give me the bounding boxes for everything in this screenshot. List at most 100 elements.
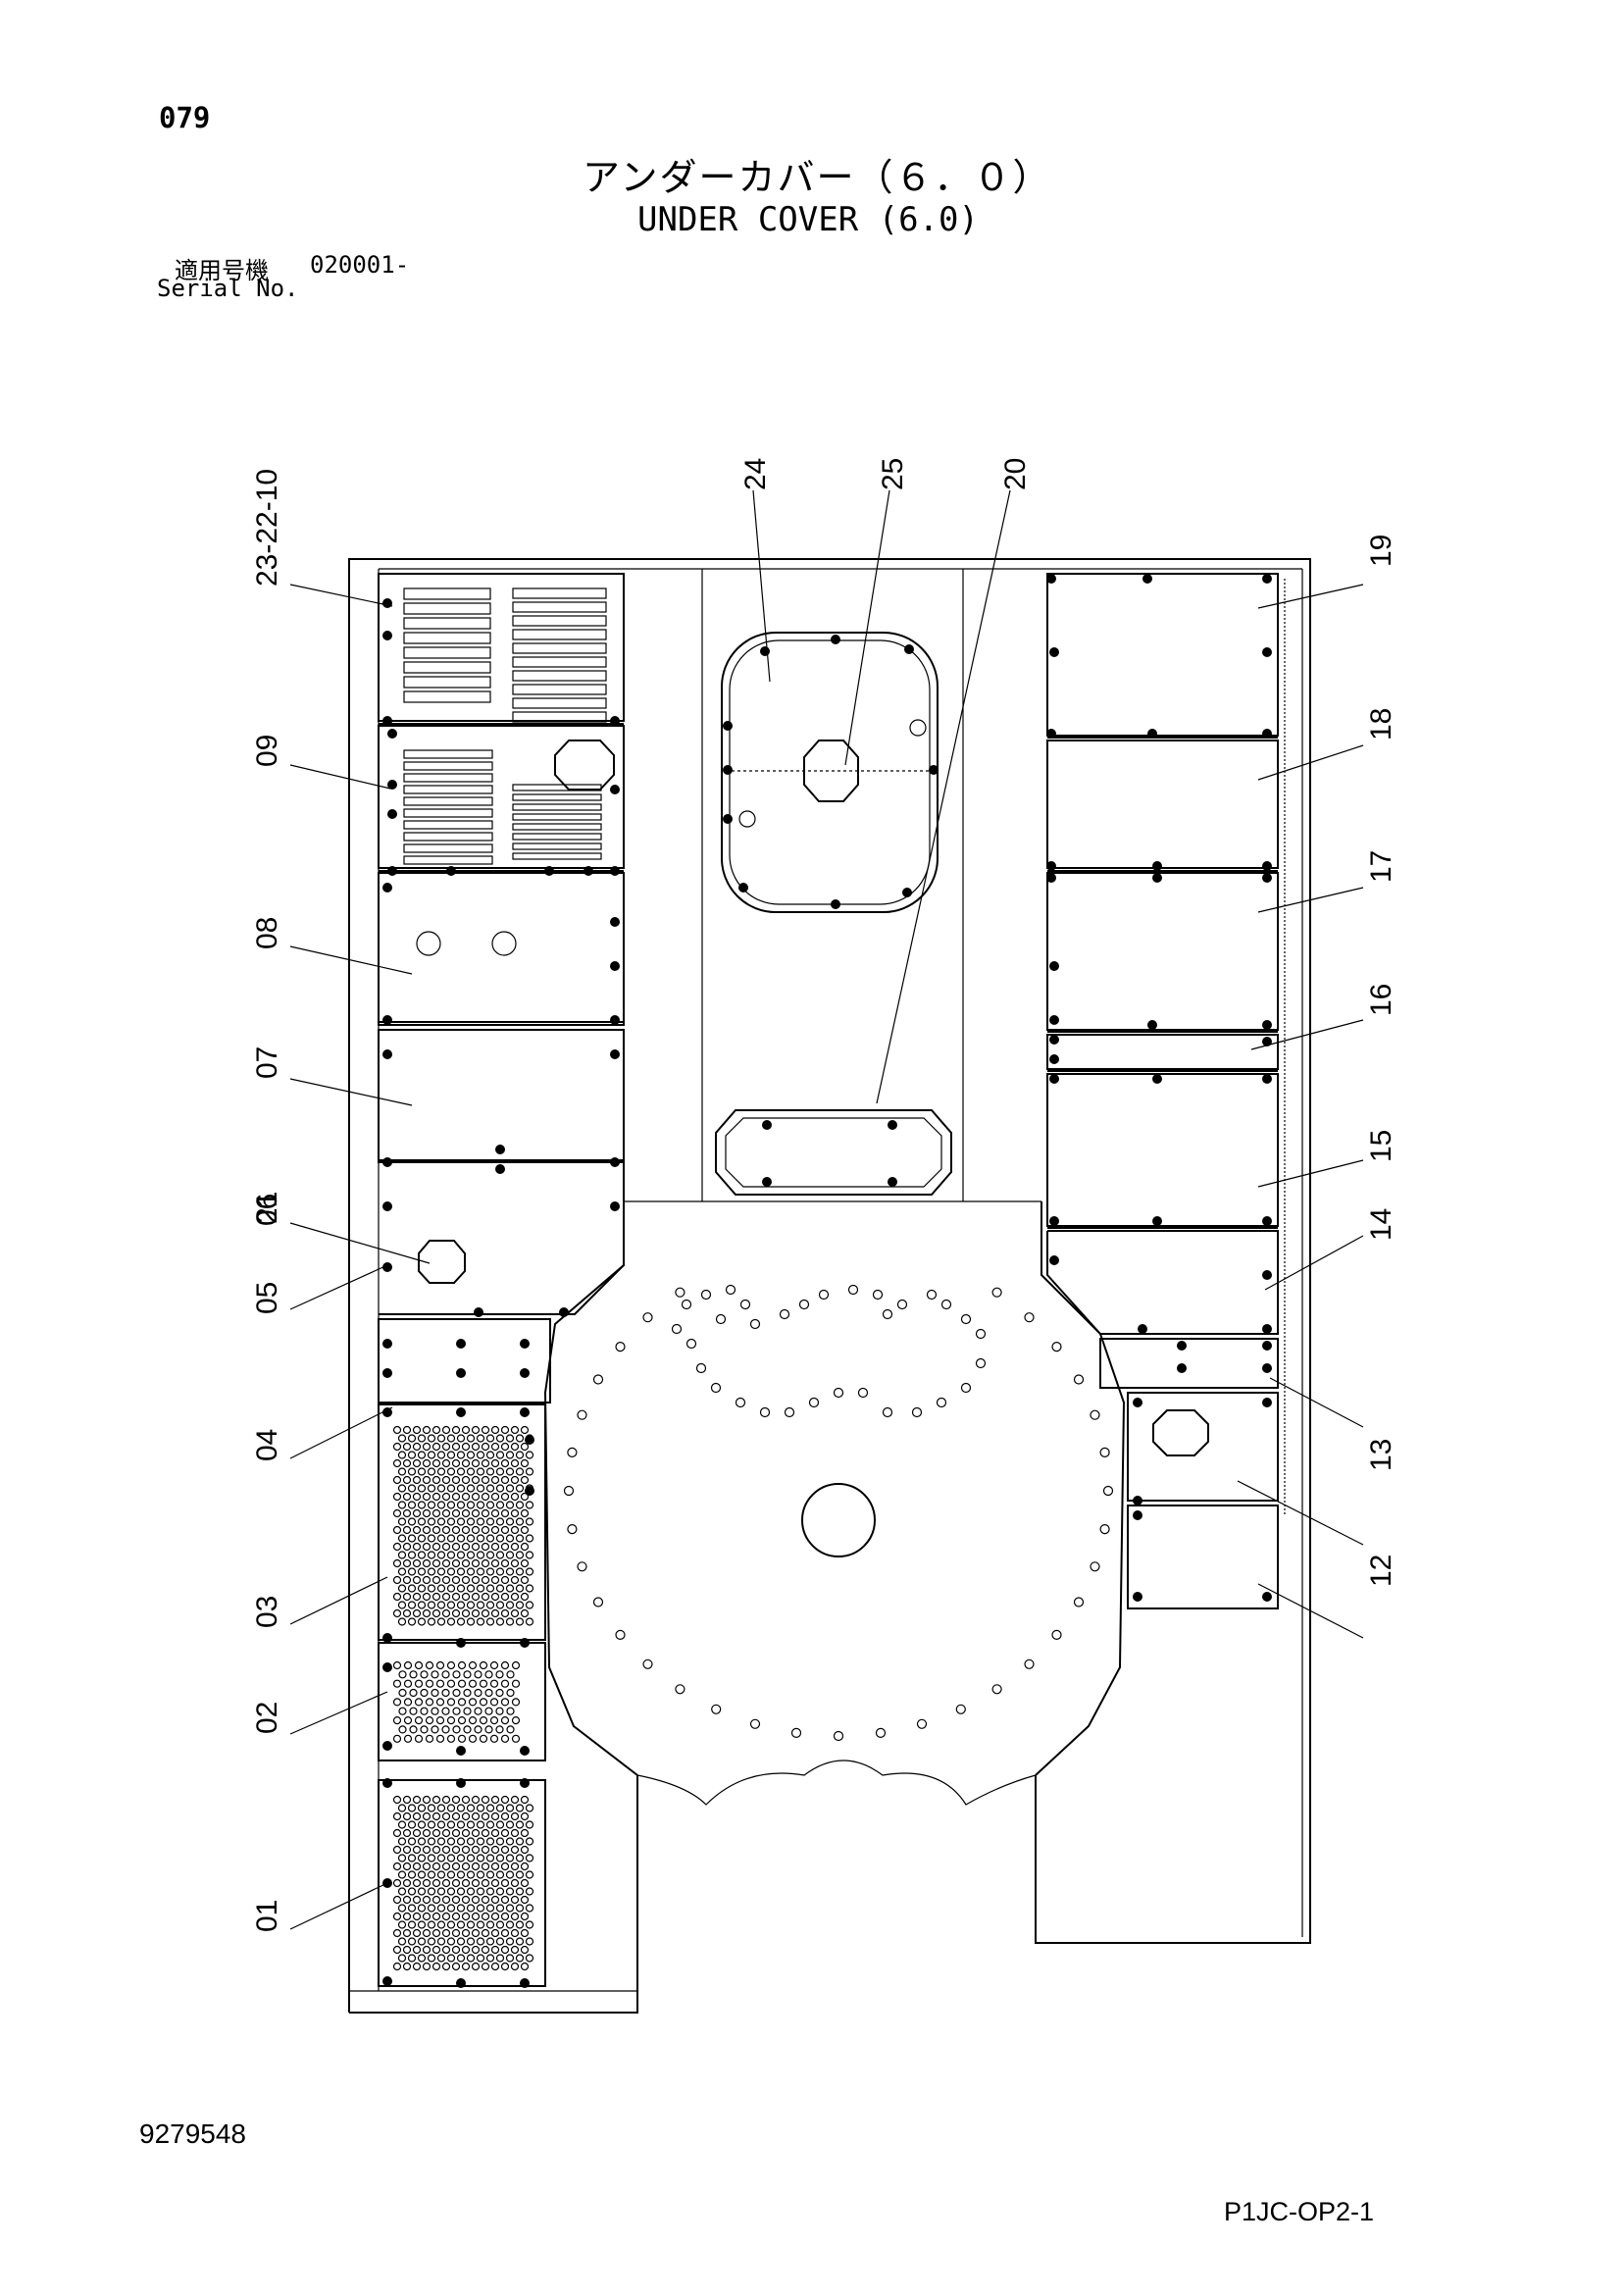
bolt (760, 646, 770, 656)
perforation (510, 1542, 520, 1552)
perforation (392, 1679, 402, 1688)
perforation (490, 1508, 500, 1518)
perforation (422, 1811, 431, 1821)
perforation (451, 1525, 461, 1535)
perforation (525, 1837, 534, 1846)
bolt-hole (1073, 1597, 1085, 1607)
bolt (1262, 873, 1272, 883)
perforation (392, 1508, 402, 1518)
perforation (431, 1542, 441, 1552)
perforation (520, 1945, 530, 1955)
perforation (446, 1698, 456, 1707)
bolt-hole (1099, 1523, 1110, 1535)
perforation (481, 1828, 490, 1838)
perforation (461, 1592, 471, 1602)
perforation (422, 1962, 431, 1971)
perforation (479, 1679, 488, 1688)
perforation (471, 1592, 481, 1602)
perforation (461, 1828, 471, 1838)
bolt-hole (1051, 1629, 1062, 1641)
perforation (481, 1608, 490, 1618)
bolt (456, 1746, 466, 1756)
bolt-hole (759, 1406, 771, 1418)
perforation (490, 1575, 500, 1585)
page-title-english: UNDER COVER (6.0) (637, 200, 979, 239)
perforation (463, 1707, 472, 1715)
perforation (441, 1912, 451, 1921)
perforation (427, 1484, 436, 1493)
perforation (435, 1698, 445, 1707)
bolt-hole (749, 1318, 761, 1330)
perforation (461, 1608, 471, 1618)
perforation (397, 1584, 407, 1593)
perforation (446, 1954, 456, 1963)
perforation (446, 1837, 456, 1846)
perforation (490, 1558, 500, 1568)
perforation (495, 1670, 504, 1679)
perforation (515, 1584, 525, 1593)
perforation (490, 1608, 500, 1618)
perforation (446, 1434, 456, 1443)
louver-slat (512, 601, 607, 613)
perforation (461, 1458, 471, 1468)
perforation (485, 1534, 495, 1543)
perforation (427, 1804, 436, 1812)
bolt (610, 1157, 620, 1167)
perforation (471, 1525, 481, 1535)
perforation (402, 1945, 412, 1955)
perforation (456, 1517, 466, 1526)
perforation (441, 1492, 451, 1502)
bolt-hole (847, 1284, 859, 1296)
perforation (484, 1725, 493, 1734)
bolt-hole (615, 1629, 626, 1641)
perforation (490, 1542, 500, 1552)
perforation (456, 1601, 466, 1609)
perforation (515, 1804, 525, 1812)
perforation (441, 1725, 450, 1734)
perforation (402, 1862, 412, 1871)
perforation (461, 1912, 471, 1921)
perforation (466, 1954, 476, 1963)
perforation (431, 1912, 441, 1921)
perforation (490, 1592, 500, 1602)
perforation (471, 1928, 481, 1938)
left-cover-plates (378, 573, 625, 1987)
bolt-hole (975, 1328, 987, 1340)
bolt (1049, 1216, 1059, 1226)
perforation (427, 1501, 436, 1509)
perforation (495, 1920, 505, 1929)
perforation (436, 1451, 446, 1459)
perforation (515, 1434, 525, 1443)
perforation (471, 1878, 481, 1888)
perforation (505, 1904, 515, 1913)
perforation (510, 1795, 520, 1805)
perforation (490, 1928, 500, 1938)
perforation (397, 1517, 407, 1526)
bolt-hole (991, 1684, 1002, 1695)
perforation (412, 1928, 422, 1938)
bolt-hole (715, 1313, 727, 1325)
perforation (441, 1508, 451, 1518)
perforation (397, 1601, 407, 1609)
perforation (471, 1795, 481, 1805)
perforation (461, 1862, 471, 1871)
perforation (515, 1517, 525, 1526)
louver-slat (512, 793, 602, 801)
perforation (466, 1601, 476, 1609)
perforation (479, 1734, 488, 1743)
bolt-hole (882, 1406, 893, 1418)
perforation (431, 1845, 441, 1855)
bolt-hole (991, 1287, 1002, 1298)
perforation (495, 1904, 505, 1913)
perforation (412, 1492, 422, 1502)
perforation (451, 1811, 461, 1821)
perforation (441, 1442, 451, 1452)
perforation (407, 1804, 417, 1812)
bolt (456, 1778, 466, 1788)
callout-19: 19 (1365, 535, 1397, 567)
perforation (431, 1688, 439, 1698)
perforation (392, 1828, 402, 1838)
perforation (525, 1904, 534, 1913)
bolt (1262, 647, 1272, 657)
bolt (456, 1978, 466, 1988)
